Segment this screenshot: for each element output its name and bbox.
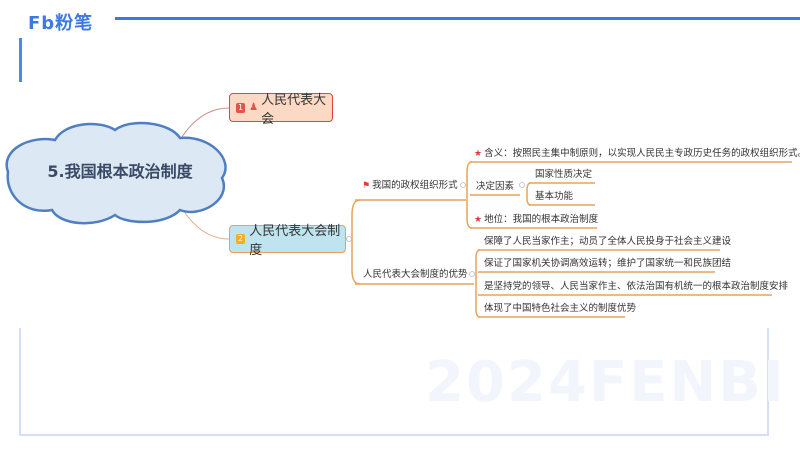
person-icon: ♟ — [249, 102, 259, 113]
node-npc[interactable]: 1 ♟ 人民代表大会 — [229, 93, 333, 127]
star-icon: ★ — [474, 149, 483, 159]
topic-meaning[interactable]: ★含义：按照民主集中制原则，以实现人民民主专政历史任务的政权组织形式。 — [474, 148, 800, 159]
advantage-item[interactable]: 是坚持党的领导、人民当家作主、依法治国有机统一的根本政治制度安排 — [484, 281, 789, 292]
node-npc-system[interactable]: 2 人民代表大会制度 — [229, 224, 346, 258]
priority-2-icon: 2 — [236, 234, 246, 244]
priority-1-icon: 1 — [236, 102, 246, 113]
bottom-frame — [19, 328, 769, 436]
advantage-item[interactable]: 体现了中国特色社会主义的制度优势 — [484, 303, 637, 314]
factor-item[interactable]: 基本功能 — [535, 191, 574, 202]
cloud-shape — [5, 121, 227, 225]
watermark: 2024FENBI — [425, 350, 786, 415]
topic-advantages[interactable]: 人民代表大会制度的优势 — [363, 269, 468, 280]
topic-factors[interactable]: 决定因素 — [476, 181, 515, 192]
node-label: 人民代表大会 — [261, 92, 327, 127]
root-topic[interactable]: 5.我国根本政治制度 — [47, 162, 193, 181]
factor-item[interactable]: 国家性质决定 — [535, 169, 593, 180]
header-line — [115, 17, 800, 20]
topic-form[interactable]: ⚑我国的政权组织形式 — [362, 180, 458, 191]
advantage-item[interactable]: 保证了国家机关协调高效运转；维护了国家统一和民族团结 — [484, 258, 732, 269]
flag-icon: ⚑ — [362, 181, 371, 191]
node-label: 人民代表大会制度 — [249, 224, 341, 258]
fenbi-logo: Fb粉笔 — [28, 13, 94, 34]
left-accent-bar — [19, 38, 22, 82]
star-icon: ★ — [474, 215, 483, 225]
topic-status[interactable]: ★地位：我国的根本政治制度 — [474, 214, 599, 225]
advantage-item[interactable]: 保障了人民当家作主；动员了全体人民投身于社会主义建设 — [484, 236, 732, 247]
